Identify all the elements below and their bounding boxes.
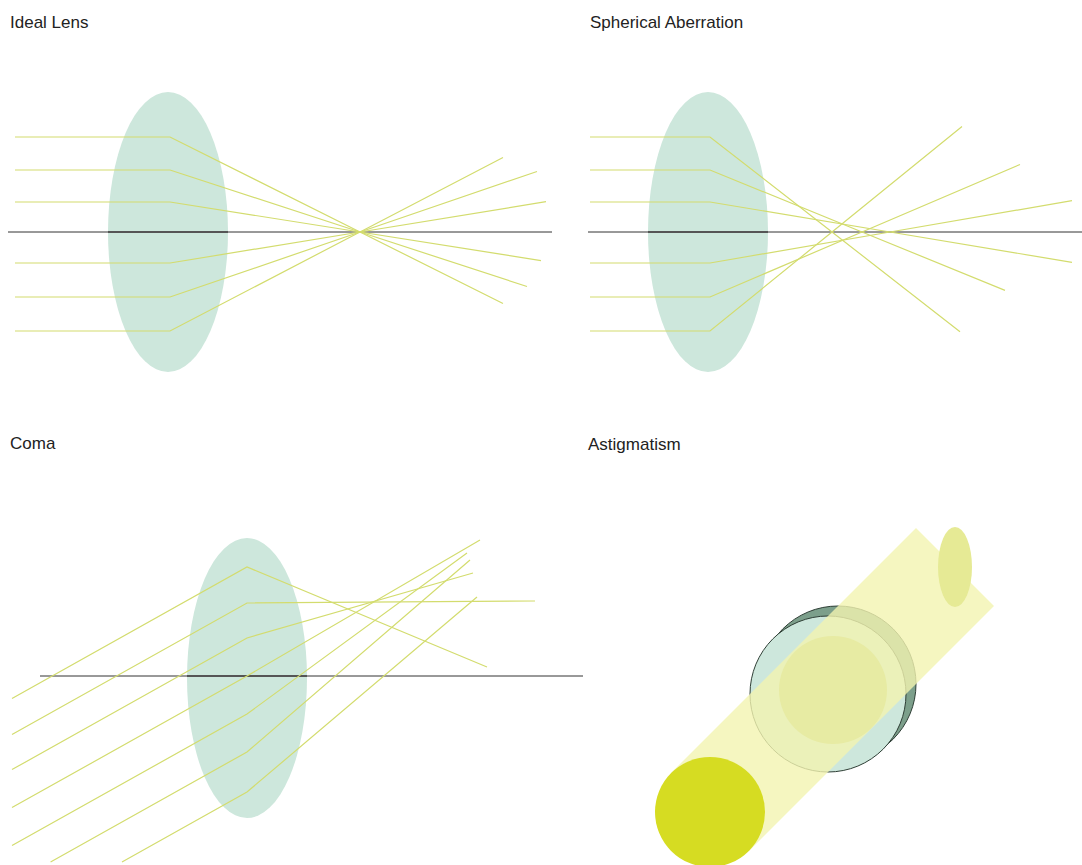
- light-ray: [590, 201, 1072, 263]
- beam-start: [655, 757, 765, 865]
- light-ray: [590, 164, 1020, 297]
- lens: [108, 92, 228, 372]
- coma-figure: [12, 538, 583, 862]
- light-ray: [12, 540, 480, 808]
- light-ray: [12, 601, 535, 735]
- panel-title: Astigmatism: [588, 435, 681, 455]
- lens-axis: [648, 231, 768, 233]
- light-ray: [122, 597, 477, 862]
- ideal-lens-figure: [8, 92, 552, 372]
- beam-section: [779, 636, 887, 744]
- light-ray: [15, 202, 541, 261]
- light-ray: [12, 553, 467, 846]
- optical-axis: [40, 676, 583, 677]
- light-rays: [590, 127, 1072, 332]
- astigmatism-figure: [655, 527, 994, 865]
- optical-axis: [588, 232, 1082, 233]
- panel-title: Ideal Lens: [10, 13, 88, 33]
- light-ray: [590, 170, 1005, 290]
- light-ray: [12, 573, 473, 770]
- lens-axis: [108, 231, 228, 233]
- light-ray: [15, 170, 527, 286]
- light-ray: [12, 567, 487, 699]
- lens: [648, 92, 768, 372]
- panel-title: Coma: [10, 434, 55, 454]
- light-ray: [15, 157, 503, 331]
- beam-end: [938, 527, 972, 607]
- spherical-aberration-figure: [588, 92, 1082, 372]
- light-rays: [12, 540, 535, 862]
- light-ray: [15, 171, 537, 297]
- light-rays: [15, 137, 546, 331]
- optical-axis: [8, 232, 552, 233]
- light-ray: [15, 202, 546, 263]
- panel-title: Spherical Aberration: [590, 13, 743, 33]
- light-ray: [51, 560, 470, 862]
- light-ray: [590, 127, 962, 331]
